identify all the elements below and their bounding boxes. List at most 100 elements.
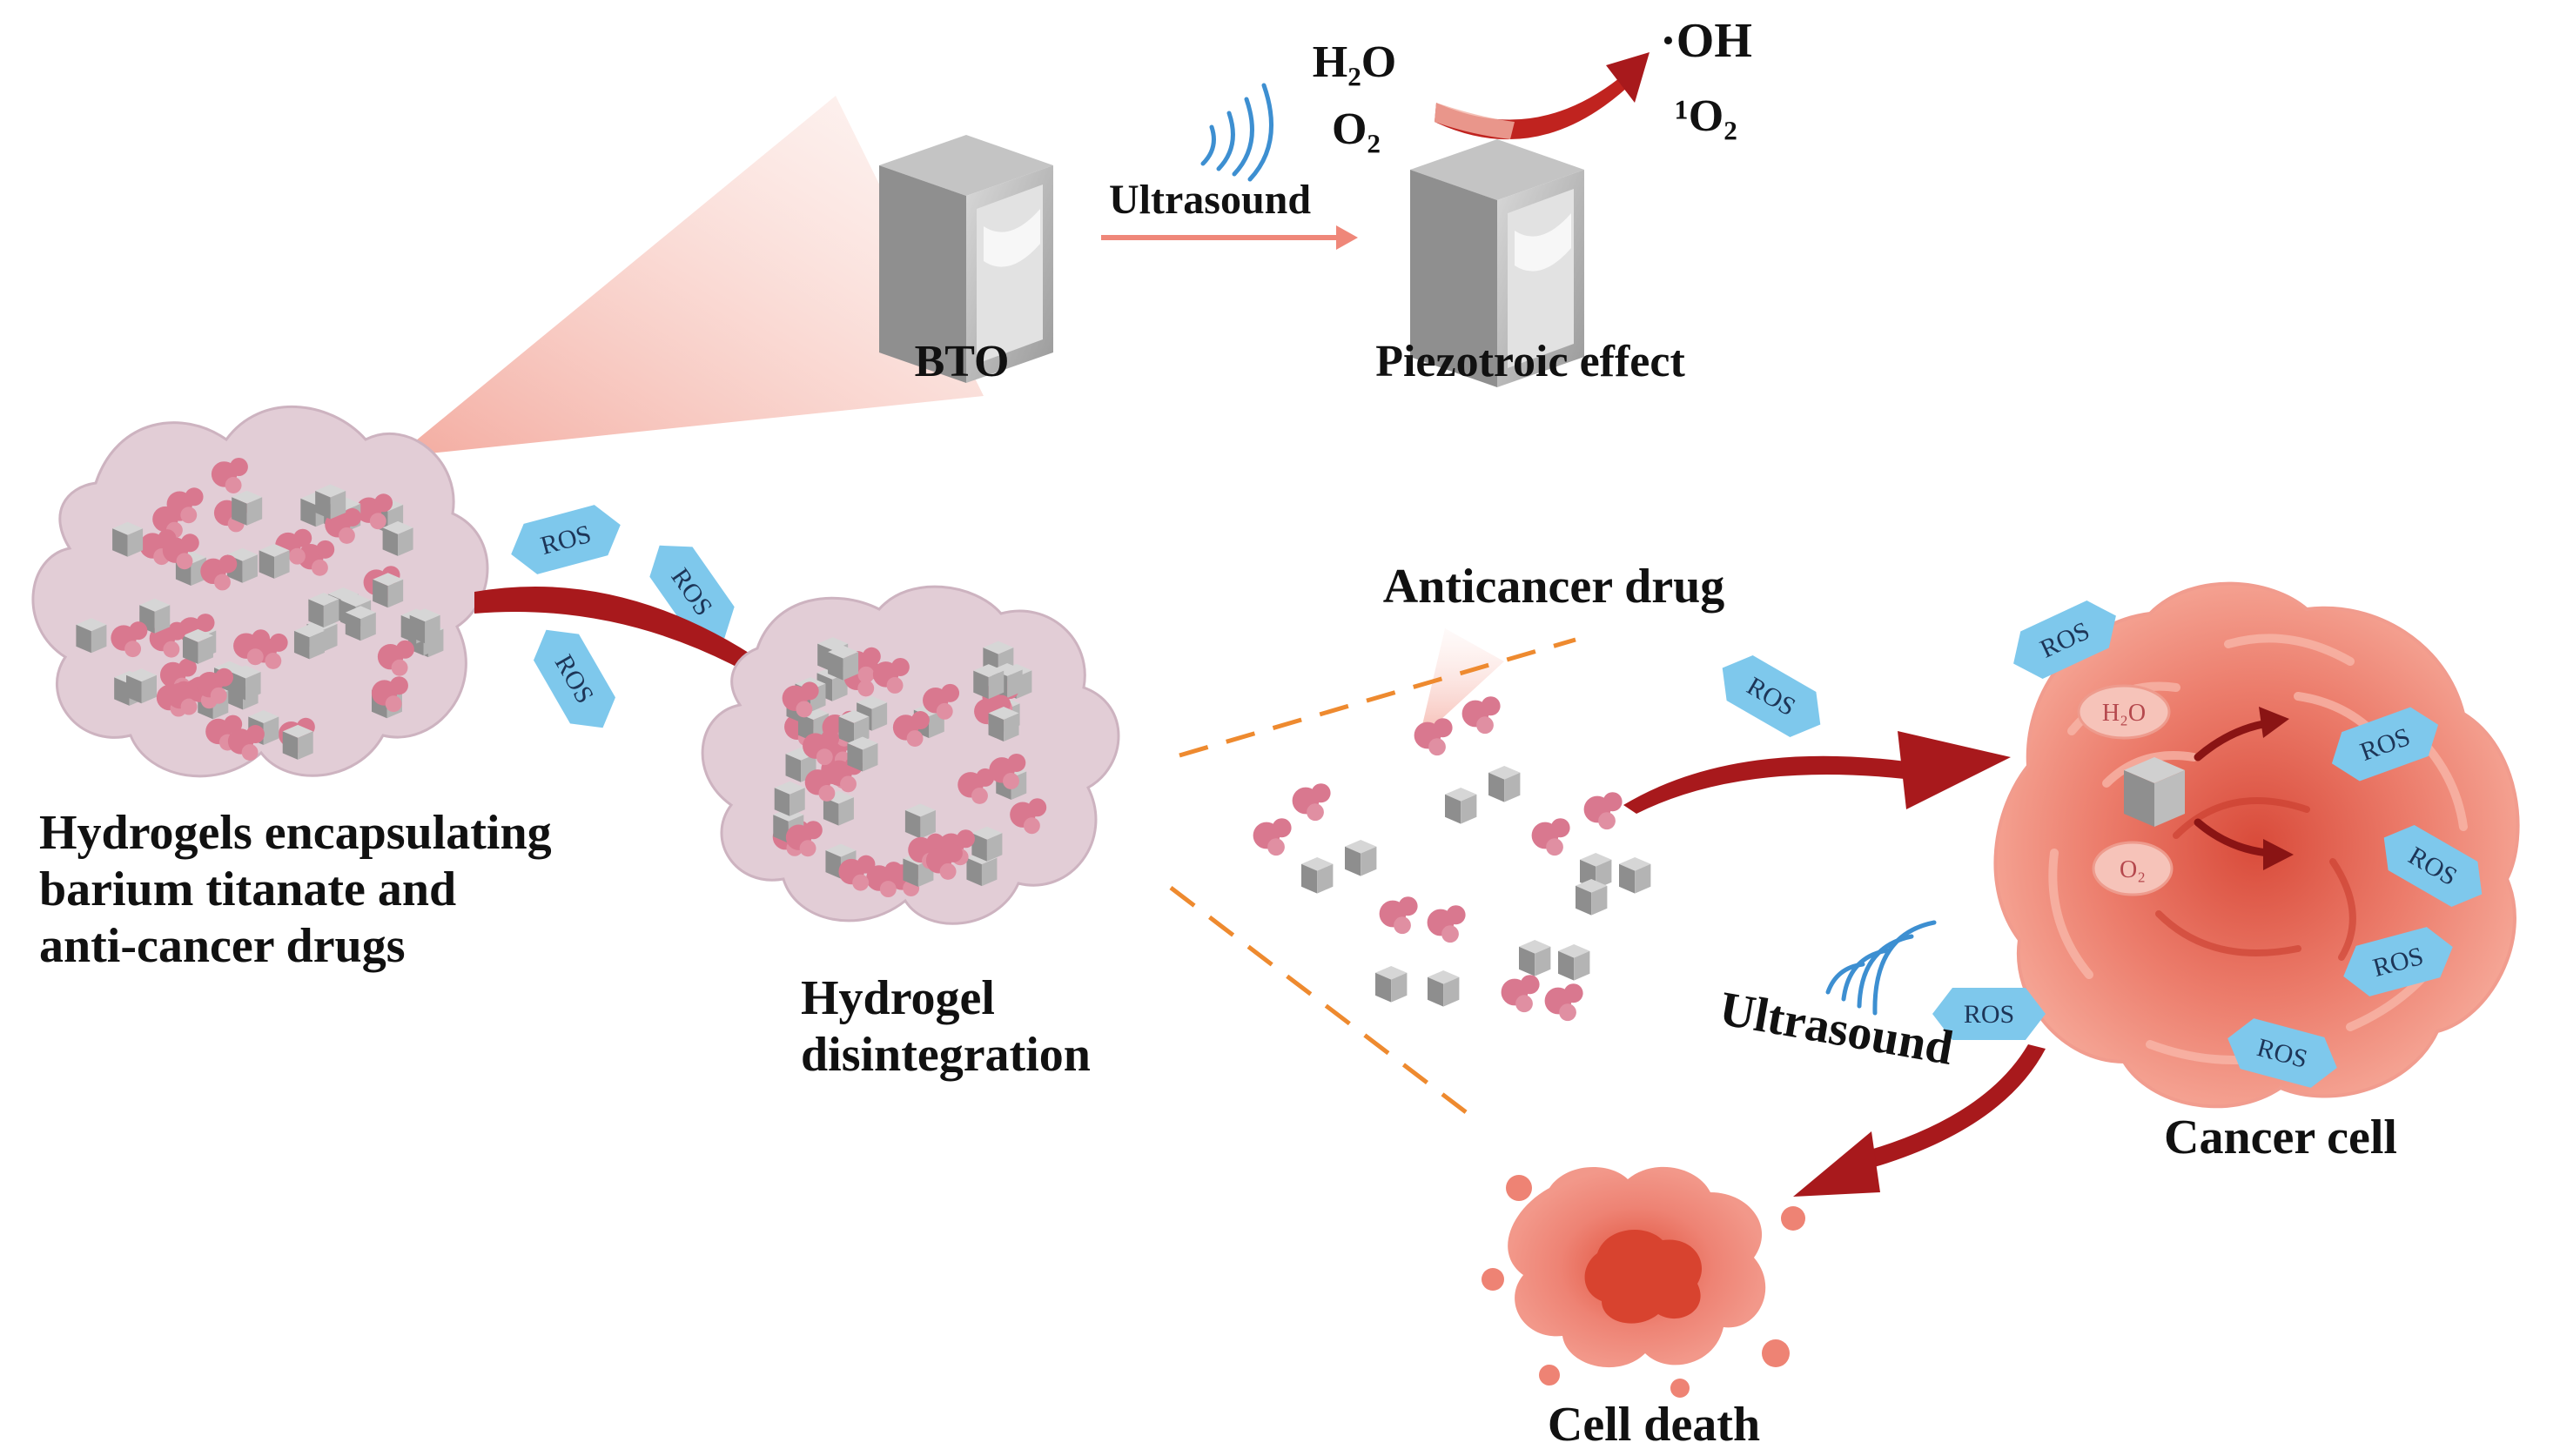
drug-molecule-icon [377, 640, 414, 676]
drug-molecule-icon [166, 487, 204, 524]
bto-particle-icon [988, 706, 1019, 741]
bto-particle-icon [125, 668, 157, 704]
ros-badge: ROS [534, 629, 615, 728]
disintegrating-hydrogel-particles [772, 637, 1047, 898]
drug-molecule-icon [371, 676, 408, 713]
ultrasound-wave-icon [1825, 920, 1937, 1016]
dashed-line-lower [1169, 886, 1482, 1124]
bto-particle-icon [1345, 840, 1377, 876]
released-particles [1253, 696, 1651, 1022]
bto-particle-icon [1445, 788, 1477, 824]
product-singlet-o2: ¹O₂ [1675, 91, 1737, 141]
bto-particle-icon [847, 736, 878, 772]
svg-text:Hydrogel disintegration: Hydrogel disintegration [801, 971, 1091, 1082]
bto-particle-icon [232, 490, 263, 526]
bto-particle-icon [904, 803, 936, 839]
bto-label: BTO [915, 337, 1010, 386]
ros-badge: ROS [2013, 601, 2116, 679]
drug-molecule-icon [111, 621, 148, 658]
product-oh: ·OH [1660, 14, 1752, 68]
bto-particle-icon [838, 709, 870, 745]
drug-molecule-icon [803, 729, 840, 766]
bto-particle-icon [315, 484, 346, 520]
svg-text:O₂: O₂ [2120, 856, 2146, 883]
bto-particle-icon [230, 665, 261, 701]
bto-particle-icon [373, 573, 404, 608]
drug-molecule-icon [785, 821, 823, 857]
zoom-beam-hydrogel-to-bto [396, 96, 984, 457]
bto-particle-icon [828, 645, 859, 681]
svg-text:H₂O: H₂O [2102, 700, 2146, 727]
drug-molecule-icon [298, 540, 335, 576]
drug-molecule-icon [1427, 905, 1466, 943]
ultrasound-label-therapy: Ultrasound [1716, 982, 1957, 1076]
ros-badge: ROS [2383, 825, 2483, 907]
bto-particle-icon [1576, 879, 1608, 916]
drug-molecule-icon [838, 855, 876, 891]
drug-molecule-icon [149, 621, 186, 658]
svg-text:ROS: ROS [1964, 1000, 2014, 1029]
dead-cell [1482, 1166, 1805, 1398]
drug-molecule-icon [872, 657, 910, 694]
bto-particle-icon [345, 606, 376, 641]
drug-molecule-icon [197, 668, 234, 704]
cell-death-label: Cell death [1548, 1398, 1760, 1452]
bto-particle-icon [409, 608, 440, 644]
inner-reaction-arrow [2194, 818, 2294, 870]
svg-text:Hydrogels encapsulating ba: Hydrogels encapsulating barium titanate … [39, 806, 564, 973]
inner-bto-cube-icon [2124, 757, 2185, 827]
disintegration-label-line1: Hydrogel [801, 971, 995, 1025]
ultrasound-label-top: Ultrasound [1109, 177, 1311, 223]
hydrogel-particles [76, 457, 444, 761]
bto-particle-icon [1619, 857, 1651, 894]
inner-o2-bubble: O₂ [2092, 841, 2174, 896]
anticancer-drug-label: Anticancer drug [1383, 560, 1725, 614]
ros-badge: ROS [1932, 988, 2046, 1040]
bto-particle-icon [1488, 766, 1521, 802]
ultrasound-wave-icon [1200, 83, 1273, 182]
bto-particle-icon [1558, 944, 1590, 981]
process-arrow [1101, 225, 1358, 250]
bto-particle-icon [774, 781, 805, 816]
cancer-cell-label: Cancer cell [2164, 1110, 2397, 1164]
inner-reaction-arrow [2194, 707, 2289, 762]
bto-particle-icon [973, 664, 1005, 700]
drug-molecule-icon [211, 457, 248, 493]
drug-molecule-icon [1414, 718, 1453, 756]
death-arrow [1793, 1044, 2046, 1197]
drug-molecule-icon [1583, 792, 1623, 830]
bto-particle-icon [282, 724, 313, 760]
drug-molecule-icon [1010, 798, 1047, 835]
drug-molecule-icon [200, 554, 238, 591]
inner-h2o-bubble: H₂O [2077, 684, 2171, 740]
bto-particle-icon [382, 520, 413, 556]
bto-particle-icon [293, 624, 325, 660]
drug-molecule-icon [1501, 975, 1540, 1013]
bto-particle-icon [259, 543, 290, 579]
drug-molecule-icon [1461, 696, 1501, 735]
drug-molecule-icon [1379, 896, 1418, 935]
bto-particle-icon [112, 521, 144, 557]
bto-particle-icon [1519, 940, 1551, 976]
ros-badge: ROS [2227, 1018, 2337, 1088]
disintegration-label-line2: disintegration [801, 1028, 1091, 1082]
drug-molecule-icon [804, 765, 842, 802]
drug-molecule-icon [162, 533, 199, 570]
drug-molecule-icon [989, 753, 1026, 789]
hydrogel-label-line2: barium titanate and [39, 862, 456, 916]
drug-molecule-icon [1531, 818, 1570, 856]
drug-molecule-icon [227, 725, 265, 761]
drug-molecule-icon [233, 629, 271, 666]
ros-badge: ROS [2331, 707, 2439, 782]
piezo-cube-icon [1410, 139, 1584, 387]
hydrogel-label-line3: anti-cancer drugs [39, 919, 406, 973]
drug-molecule-icon [925, 843, 963, 880]
bto-particle-icon [1375, 966, 1408, 1003]
ros-badge: ROS [2343, 927, 2453, 996]
ros-badge: ROS [649, 545, 735, 639]
ros-badge: ROS [1722, 655, 1821, 737]
ros-badge: ROS [511, 505, 621, 574]
delivery-arrow [1623, 731, 2011, 814]
reactant-h2o: H₂O [1313, 37, 1396, 87]
